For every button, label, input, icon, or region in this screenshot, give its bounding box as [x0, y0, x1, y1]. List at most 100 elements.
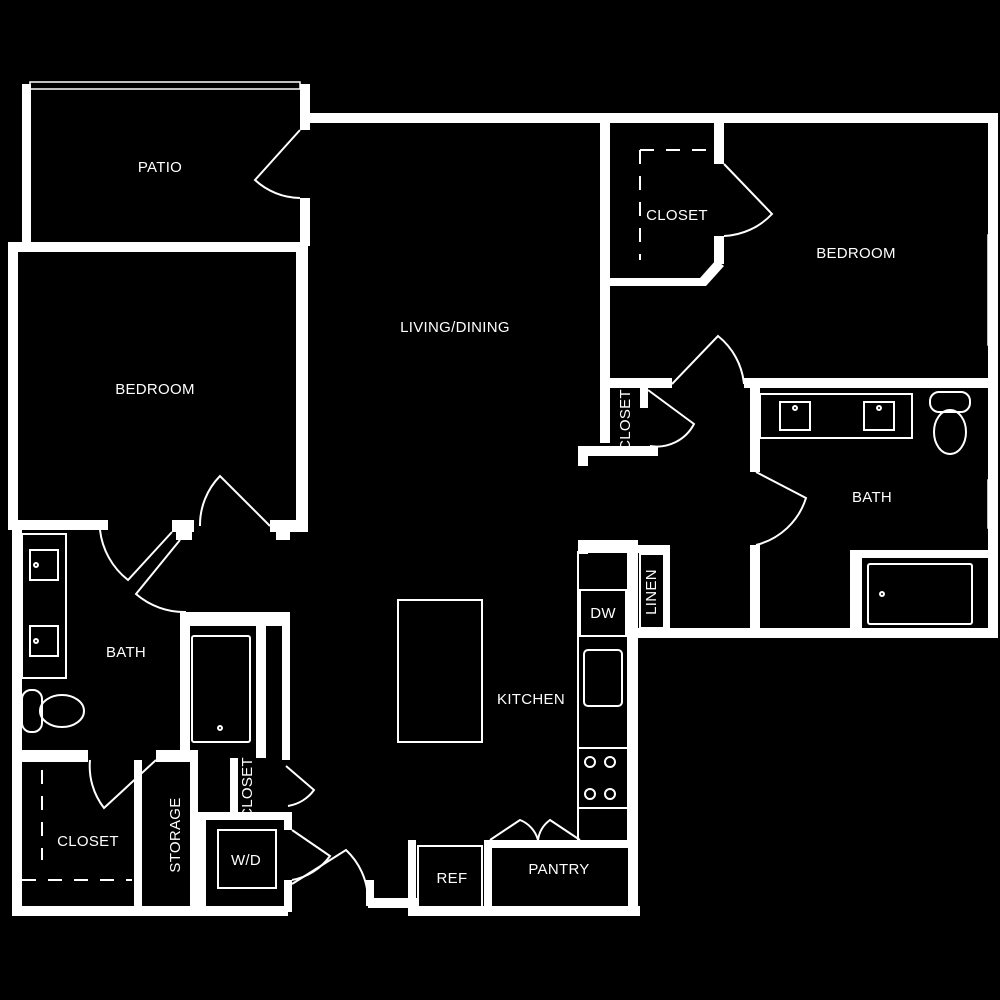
label-bath-left: BATH [106, 644, 146, 661]
wall-kitchen-top-stub [578, 540, 588, 554]
door-bedroom-right-swing [671, 334, 745, 385]
label-closet-lower-left: CLOSET [57, 833, 119, 850]
label-linen: LINEN [643, 569, 660, 615]
wall-kitchen-top [578, 540, 638, 552]
label-bath-right: BATH [852, 489, 892, 506]
door-entry-swing [291, 848, 369, 899]
wall-ref-left [408, 840, 416, 910]
wall-patio-right-lower [300, 198, 310, 246]
wall-bath-left-upper [750, 384, 760, 472]
washer-dryer [217, 829, 277, 889]
burner-2 [604, 756, 616, 768]
label-closet-small-vertical: CLOSET [617, 389, 634, 451]
kitchen-counter [577, 551, 629, 843]
wall-bath-left-lower [750, 545, 760, 635]
wall-tub-left [850, 550, 862, 634]
label-living-dining: LIVING/DINING [400, 319, 510, 336]
wall-storage-left [134, 760, 142, 912]
wall-bath-tub-right [180, 612, 190, 758]
door-small-closet-b-swing [285, 765, 316, 807]
tub-right [867, 563, 973, 625]
wall-patio-left [22, 84, 31, 246]
door-bath-right-swing [755, 471, 808, 546]
sink-left-b [29, 625, 59, 657]
wall-storage-right [190, 750, 198, 912]
wall-laundry-right [284, 812, 292, 830]
closet-rod-upper-right [639, 149, 716, 260]
closet-rod-lower-left [22, 770, 132, 881]
wall-top-living [300, 113, 692, 123]
wall-top-bedroom-right [604, 113, 996, 123]
closet-rods [22, 149, 716, 881]
wall-left-bedroom-top [8, 242, 308, 252]
doors [88, 129, 808, 899]
label-storage: STORAGE [167, 797, 184, 872]
wall-left-bedroom-bottom-a [8, 520, 108, 530]
label-closet-hall-vertical: CLOSET [239, 757, 256, 819]
toilet-tank-left [21, 689, 43, 733]
wall-right-lower [636, 628, 998, 638]
vanity-left [21, 533, 67, 679]
label-bedroom-right: BEDROOM [816, 245, 896, 262]
wall-right-exterior [988, 113, 998, 633]
toilet-bowl-right [933, 409, 967, 455]
door-bath-left-swing-b [134, 539, 187, 614]
door-bedroom-left-swing [198, 474, 271, 527]
wall-entry-stub [366, 880, 374, 906]
door-pantry-swing [489, 818, 581, 841]
wall-pantry-top [488, 840, 630, 848]
wall-small-closet-bottom-b [198, 812, 292, 820]
kitchen-sink [583, 649, 623, 707]
tub-left-drain [217, 725, 223, 731]
window-patio-top [29, 81, 301, 90]
wall-bottom-left [12, 906, 198, 916]
door-closet-upper-right-swing [723, 163, 774, 237]
label-dw: DW [590, 605, 616, 622]
window-closet-top [645, 113, 695, 121]
wall-bedroom-bottom-b [744, 378, 998, 388]
burner-4 [604, 788, 616, 800]
wall-tub-top-left [180, 612, 290, 626]
room-labels: PATIO LIVING/DINING BEDROOM BEDROOM CLOS… [57, 159, 896, 887]
wall-hall-right [282, 615, 290, 760]
wall-closet-bottom [606, 260, 724, 286]
wall-left-exterior [8, 242, 18, 526]
wall-left-bath-exterior [12, 520, 22, 916]
faucet-left-b [33, 638, 39, 644]
window-left-bedroom-top-a [83, 243, 157, 251]
wall-bath-post [176, 526, 192, 540]
label-pantry: PANTRY [528, 861, 589, 878]
walls [8, 84, 998, 916]
window-bedroom-right-top [794, 113, 936, 121]
wall-bottom-kitchen [408, 906, 640, 916]
toilet-bowl-left [39, 694, 85, 728]
door-patio-swing [253, 129, 301, 199]
wall-ref-divider [484, 840, 492, 910]
window-living-top [377, 113, 521, 121]
label-kitchen: KITCHEN [497, 691, 565, 708]
door-bath-left-swing [99, 529, 173, 582]
wall-tub-top [850, 550, 990, 558]
label-wd: W/D [231, 852, 261, 869]
faucet-right-b [876, 405, 882, 411]
fixtures [21, 391, 973, 909]
wall-laundry-right-lower [284, 880, 292, 912]
linen-shelves [639, 553, 665, 629]
kitchen-island [397, 599, 483, 743]
wall-small-closet-post [578, 446, 588, 466]
sink-left-a [29, 549, 59, 581]
window-left-bedroom-top-b [163, 243, 237, 251]
windows [29, 81, 995, 529]
wall-closet-post [276, 526, 290, 540]
refrigerator [417, 845, 483, 909]
toilet-tank-right [929, 391, 971, 413]
tub-right-drain [879, 591, 885, 597]
window-bath-right-side [987, 479, 995, 529]
wall-small-closet-left [230, 758, 238, 814]
range [577, 747, 629, 809]
label-patio: PATIO [138, 159, 182, 176]
label-ref: REF [437, 870, 468, 887]
vanity-right [759, 393, 913, 439]
wall-right-rooms-left [600, 113, 610, 443]
